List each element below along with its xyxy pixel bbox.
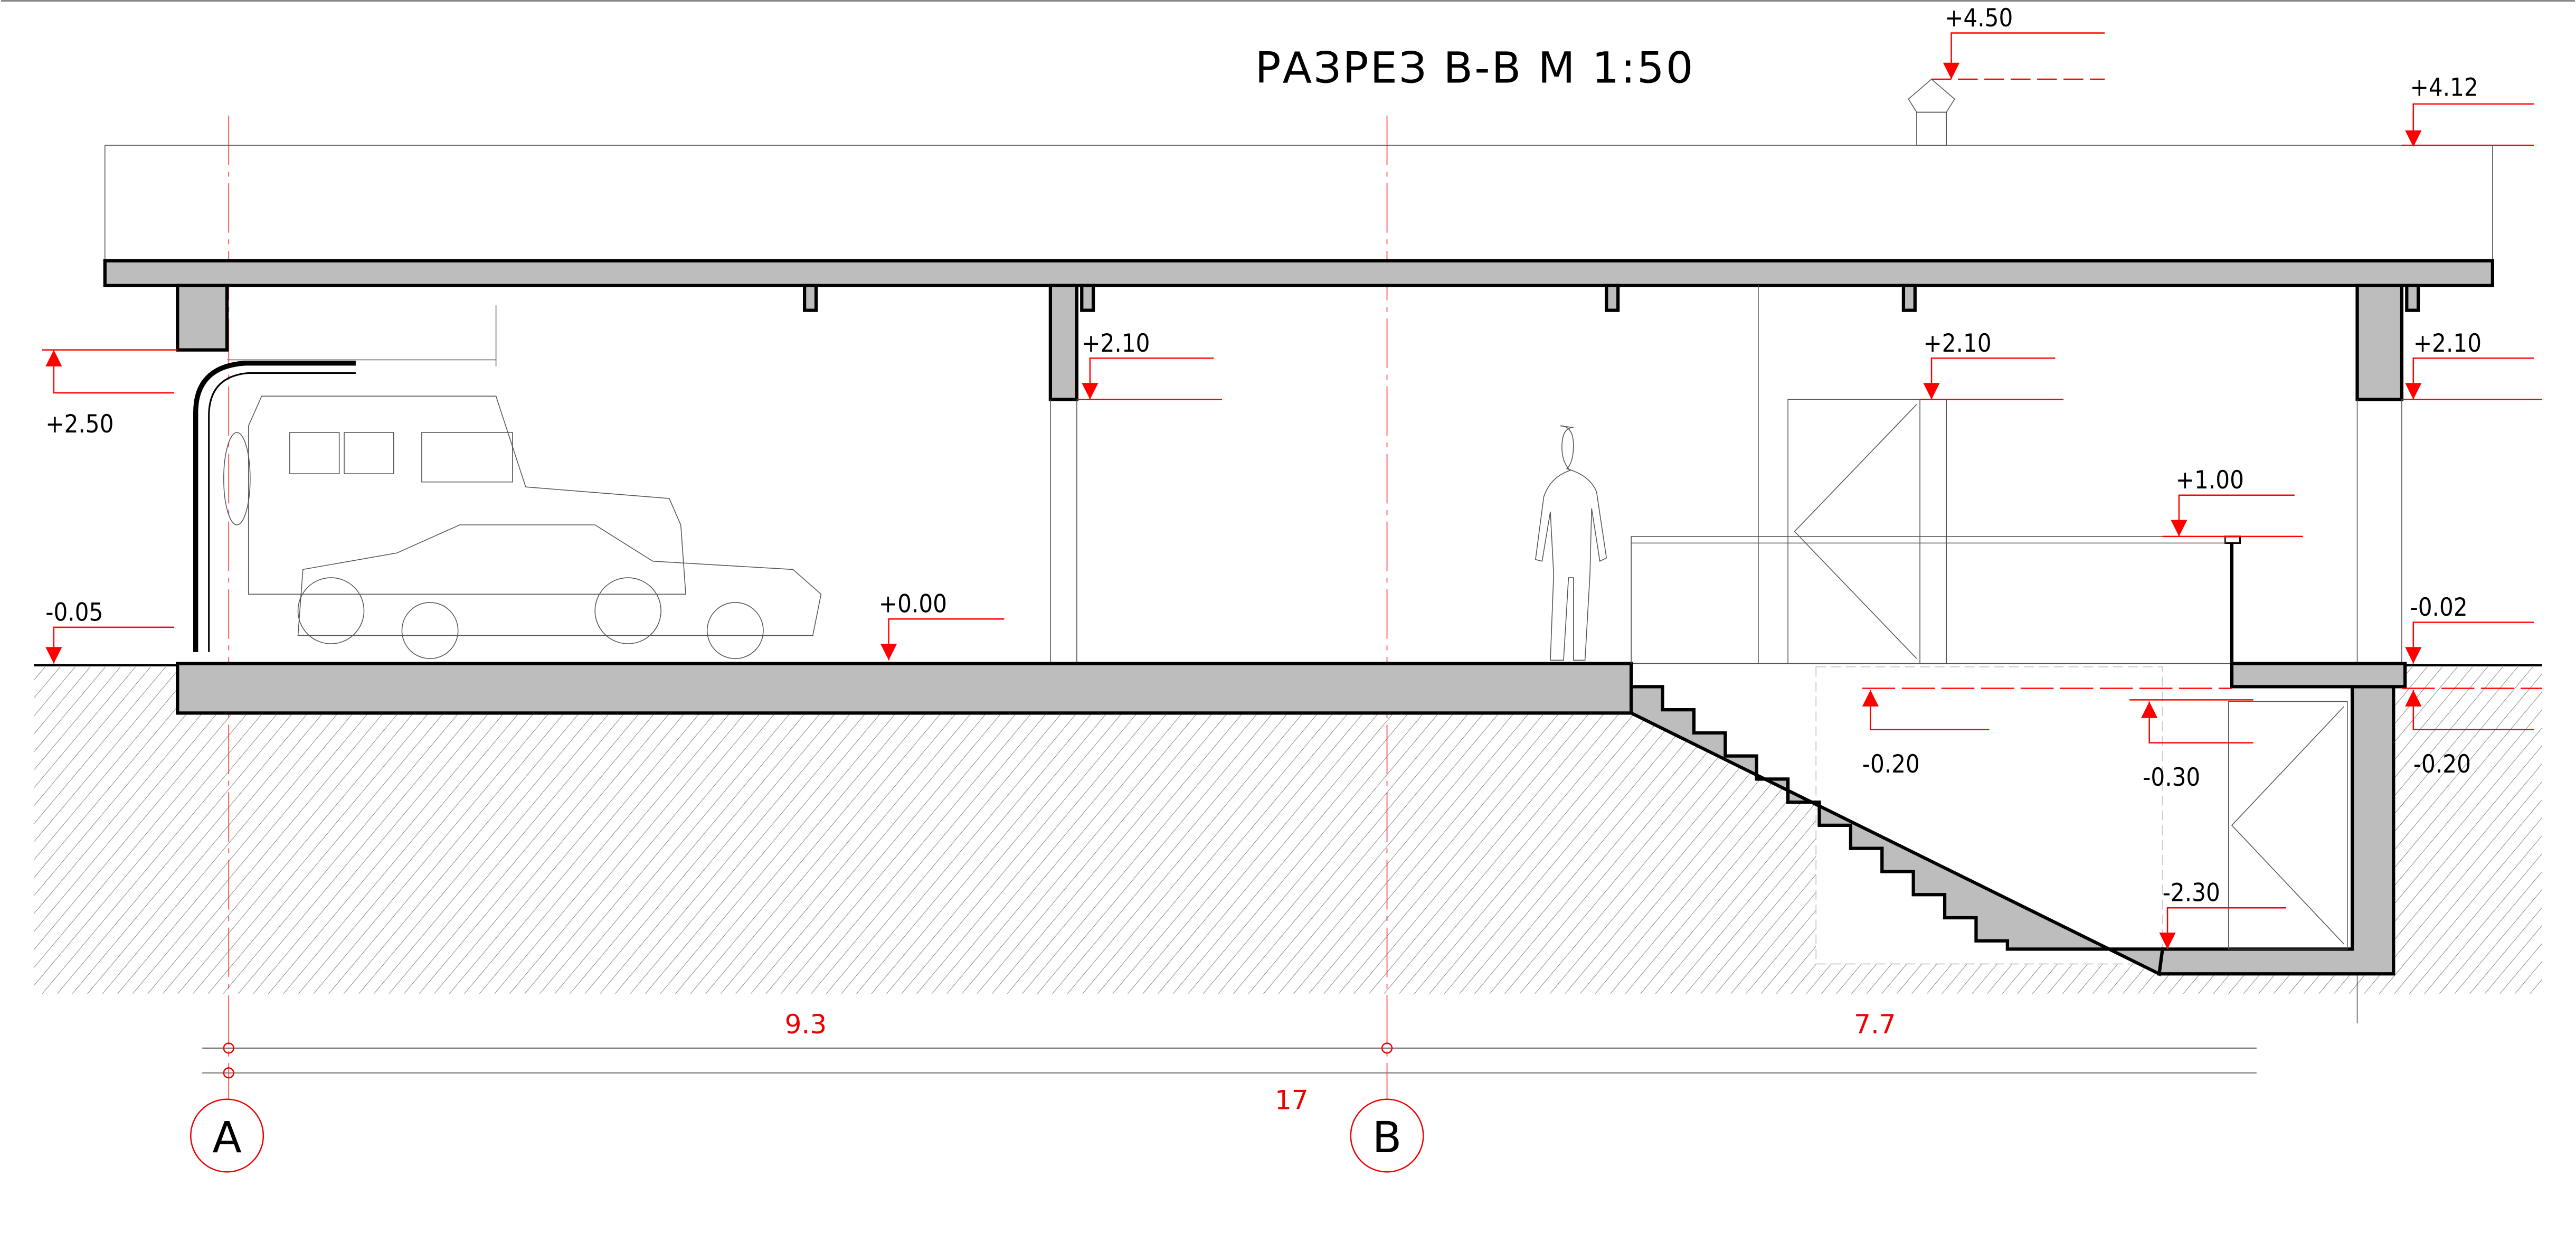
parapet-outline — [104, 145, 2493, 261]
level-pit-top-left: -0.20 — [1862, 688, 2232, 779]
level-beam-mid: +2.10 — [1920, 329, 2064, 400]
level-pit-top-right: -0.20 — [2401, 688, 2542, 779]
level-ground-left: -0.05 — [45, 598, 175, 664]
beam-right — [2355, 284, 2404, 401]
railing — [2224, 535, 2241, 664]
roof-vent — [1908, 79, 1955, 146]
axis-label: A — [212, 1113, 242, 1163]
level-label: +2.10 — [1082, 329, 1150, 358]
level-label: -0.05 — [45, 598, 103, 627]
level-label: +4.12 — [2410, 73, 2478, 102]
level-pit-bottom: -2.30 — [2159, 879, 2287, 949]
person-silhouette — [1535, 425, 1607, 661]
level-label: +1.00 — [2176, 466, 2244, 495]
level-label: +0.00 — [879, 590, 947, 619]
beam-mid-left — [1048, 284, 1079, 401]
small-ribs — [803, 284, 2420, 312]
pit-walls — [2157, 685, 2395, 976]
level-marks: +4.50 +4.12 +2.50 +2.10 +2.10 +2.10 +1.0… — [42, 4, 2542, 949]
level-roof-vent: +4.50 — [1931, 4, 2105, 80]
column-left — [176, 284, 229, 352]
axis-label: B — [1372, 1113, 1402, 1163]
level-label: -0.20 — [2413, 750, 2471, 779]
sedan-outline — [297, 524, 822, 659]
level-floor: +0.00 — [879, 590, 1005, 661]
garage-gate — [193, 305, 497, 652]
dimension-label-a-b: 9.3 — [785, 1009, 827, 1040]
level-ground-right: -0.02 — [2405, 593, 2534, 664]
level-beam-left: +2.10 — [1076, 329, 1222, 400]
level-railing: +1.00 — [2162, 466, 2303, 538]
door — [1787, 399, 1947, 664]
level-label: +2.50 — [45, 410, 113, 439]
level-pit-door: -0.30 — [2129, 699, 2253, 792]
level-label: -0.02 — [2410, 593, 2468, 622]
level-label: -0.20 — [1862, 750, 1920, 779]
stair — [1630, 663, 2165, 976]
dimension-label-b-end: 7.7 — [1854, 1009, 1896, 1040]
level-label: -2.30 — [2163, 879, 2220, 908]
level-label: +4.50 — [1945, 4, 2013, 33]
dimension-label-total: 17 — [1275, 1085, 1309, 1116]
level-label: +2.10 — [1923, 329, 1991, 358]
section-title: РАЗРЕЗ В-В М 1:50 — [1255, 43, 1694, 93]
counter — [1631, 536, 2226, 664]
axis-marker-b: B — [1350, 1098, 1424, 1173]
pit-door — [2228, 701, 2348, 950]
ground-soil — [34, 664, 2542, 994]
roof-slab — [103, 259, 2494, 287]
upper-landing-slab — [2230, 662, 2407, 689]
dimension-chain: 9.3 7.7 17 — [202, 1009, 2257, 1116]
level-parapet: +4.12 — [2401, 73, 2534, 147]
floor-slab — [176, 662, 1633, 715]
level-gate: +2.50 — [42, 349, 178, 439]
level-label: +2.10 — [2413, 329, 2482, 358]
level-beam-right: +2.10 — [2401, 329, 2542, 400]
level-label: -0.30 — [2143, 763, 2200, 792]
axis-marker-a: A — [190, 1098, 264, 1173]
suv-outline — [223, 396, 686, 644]
